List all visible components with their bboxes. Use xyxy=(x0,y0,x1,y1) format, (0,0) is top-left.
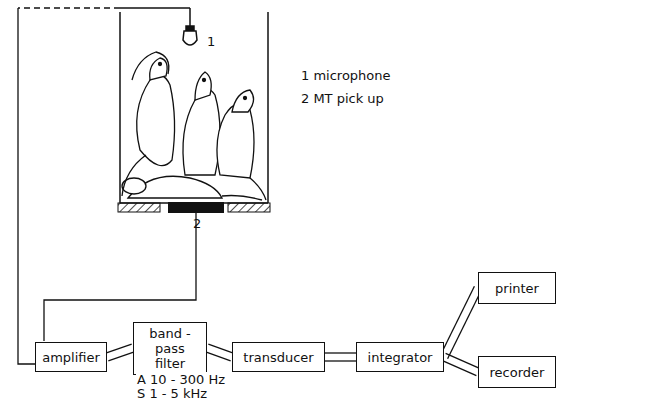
box-label: printer xyxy=(495,281,539,296)
double-wire xyxy=(325,353,356,361)
process-box: recorder xyxy=(478,356,556,388)
process-box: band - pass filter xyxy=(133,322,207,375)
double-wire xyxy=(106,344,135,361)
annotation: 1 microphone xyxy=(300,68,392,83)
process-box: amplifier xyxy=(35,342,107,372)
cage xyxy=(120,12,268,203)
process-box: integrator xyxy=(356,342,444,372)
double-wire xyxy=(442,353,479,375)
box-label: amplifier xyxy=(42,350,100,365)
double-wire xyxy=(206,344,234,361)
process-box: printer xyxy=(478,272,556,304)
double-wire xyxy=(440,286,481,359)
microphone xyxy=(183,8,197,45)
box-label: recorder xyxy=(490,365,545,380)
annotation: A 10 - 300 Hz xyxy=(136,372,226,387)
box-label: integrator xyxy=(368,350,433,365)
hatched-support xyxy=(118,203,160,212)
box-label: transducer xyxy=(243,350,313,365)
pickup-block xyxy=(168,202,224,213)
box-label: band - pass filter xyxy=(139,326,201,371)
rats xyxy=(122,52,266,200)
callout-number: 1 xyxy=(206,34,216,49)
annotation: S 1 - 5 kHz xyxy=(136,386,208,401)
annotation: 2 MT pick up xyxy=(300,91,385,106)
hatched-support xyxy=(228,203,270,212)
process-box: transducer xyxy=(232,342,325,372)
callout-number: 2 xyxy=(192,216,202,231)
